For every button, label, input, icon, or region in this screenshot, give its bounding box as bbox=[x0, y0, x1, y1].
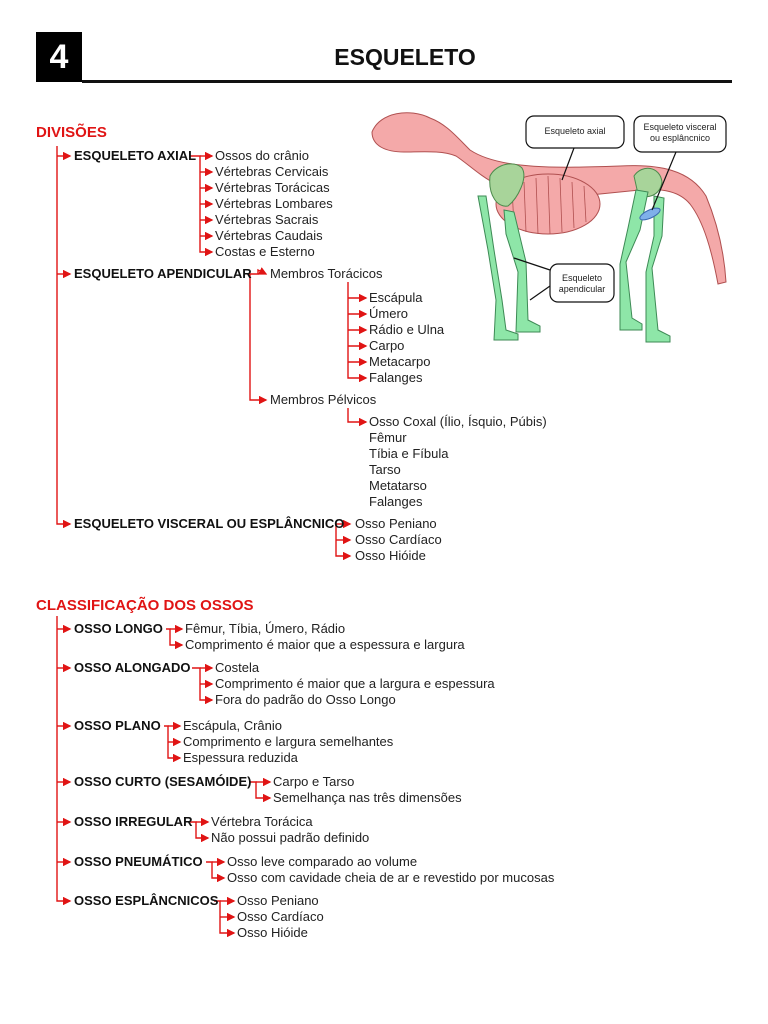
toracicos-item: Úmero bbox=[369, 306, 409, 321]
class-group-label: OSSO CURTO (SESAMÓIDE) bbox=[74, 774, 252, 789]
class-group-item: Comprimento é maior que a espessura e la… bbox=[185, 637, 465, 652]
toracicos-item: Carpo bbox=[369, 338, 405, 353]
class-group-item: Escápula, Crânio bbox=[183, 718, 282, 733]
class-group-item: Osso leve comparado ao volume bbox=[227, 854, 418, 869]
axial-item: Ossos do crânio bbox=[215, 148, 309, 163]
class-group-item: Não possui padrão definido bbox=[211, 830, 370, 845]
class-group-label: OSSO ESPLÂNCNICOS bbox=[74, 893, 219, 908]
class-group-label: OSSO IRREGULAR bbox=[74, 814, 193, 829]
visceral-item: Osso Cardíaco bbox=[355, 532, 442, 547]
visceral-item: Osso Peniano bbox=[355, 516, 437, 531]
pelvicos-label: Membros Pélvicos bbox=[270, 392, 377, 407]
class-group-item: Osso com cavidade cheia de ar e revestid… bbox=[227, 870, 555, 885]
pelvicos-item: Falanges bbox=[369, 494, 423, 509]
section-title-classificacao: CLASSIFICAÇÃO DOS OSSOS bbox=[36, 597, 254, 614]
forelimb-front-shape bbox=[477, 195, 519, 341]
class-group-item: Fêmur, Tíbia, Úmero, Rádio bbox=[185, 621, 346, 636]
class-group-item: Semelhança nas três dimensões bbox=[273, 790, 462, 805]
class-group-item: Fora do padrão do Osso Longo bbox=[215, 692, 396, 707]
title-rule bbox=[82, 80, 732, 83]
callout-apendicular-label-1: Esqueleto bbox=[561, 273, 603, 283]
forelimb-back-shape bbox=[503, 209, 541, 333]
toracicos-label: Membros Torácicos bbox=[270, 266, 383, 281]
pelvicos-item: Metatarso bbox=[369, 478, 427, 493]
toracicos-item: Falanges bbox=[369, 370, 423, 385]
class-group-label: OSSO PNEUMÁTICO bbox=[74, 854, 203, 869]
axial-item: Vértebras Cervicais bbox=[215, 164, 329, 179]
class-group-item: Costela bbox=[215, 660, 260, 675]
visceral-item: Osso Hióide bbox=[355, 548, 426, 563]
axial-item: Vértebras Sacrais bbox=[215, 212, 319, 227]
axial-item: Vértebras Torácicas bbox=[215, 180, 330, 195]
axial-skeleton-shape bbox=[371, 112, 727, 285]
toracicos-item: Metacarpo bbox=[369, 354, 431, 369]
class-group-label: OSSO ALONGADO bbox=[74, 660, 191, 675]
os-penis-shape bbox=[639, 207, 661, 221]
callout-visceral-box bbox=[633, 115, 727, 153]
pelvicos-item: Fêmur bbox=[369, 430, 407, 445]
class-group-label: OSSO LONGO bbox=[74, 621, 163, 636]
class-group-item: Vértebra Torácica bbox=[211, 814, 313, 829]
callout-axial-box bbox=[525, 115, 625, 149]
section-title-divisoes: DIVISÕES bbox=[36, 124, 107, 141]
toracicos-item: Rádio e Ulna bbox=[369, 322, 445, 337]
toracicos-item: Escápula bbox=[369, 290, 423, 305]
callout-apendicular-label-2: apendicular bbox=[558, 284, 606, 294]
axial-item: Vértebras Caudais bbox=[215, 228, 323, 243]
class-group-item: Comprimento e largura semelhantes bbox=[183, 734, 394, 749]
class-group-item: Osso Cardíaco bbox=[237, 909, 324, 924]
callout-axial-label: Esqueleto axial bbox=[544, 126, 606, 136]
callout-apendicular-box bbox=[549, 263, 615, 303]
hindlimb-front-shape bbox=[619, 189, 649, 331]
axial-item: Costas e Esterno bbox=[215, 244, 315, 259]
axial-item: Vértebras Lombares bbox=[215, 196, 333, 211]
page-title: ESQUELETO bbox=[334, 44, 476, 70]
class-group-item: Comprimento é maior que a largura e espe… bbox=[215, 676, 495, 691]
hindlimb-back-shape bbox=[645, 195, 671, 343]
callout-visceral-label-2: ou esplâncnico bbox=[649, 133, 711, 143]
class-group-item: Espessura reduzida bbox=[183, 750, 298, 765]
class-group-item: Osso Hióide bbox=[237, 925, 308, 940]
visceral-label: ESQUELETO VISCERAL OU ESPLÂNCNICO bbox=[74, 516, 345, 531]
pelvicos-item: Tarso bbox=[369, 462, 401, 477]
apendicular-label: ESQUELETO APENDICULAR bbox=[74, 266, 252, 281]
callout-visceral-label-1: Esqueleto visceral bbox=[643, 122, 717, 132]
scapula-shape bbox=[489, 163, 525, 207]
class-group-item: Osso Peniano bbox=[237, 893, 319, 908]
pelvicos-item: Osso Coxal (Ílio, Ísquio, Púbis) bbox=[369, 414, 547, 429]
chapter-number-badge: 4 bbox=[36, 32, 82, 82]
class-group-item: Carpo e Tarso bbox=[273, 774, 355, 789]
axial-label: ESQUELETO AXIAL bbox=[74, 148, 197, 163]
class-group-label: OSSO PLANO bbox=[74, 718, 161, 733]
pelvicos-item: Tíbia e Fíbula bbox=[369, 446, 449, 461]
